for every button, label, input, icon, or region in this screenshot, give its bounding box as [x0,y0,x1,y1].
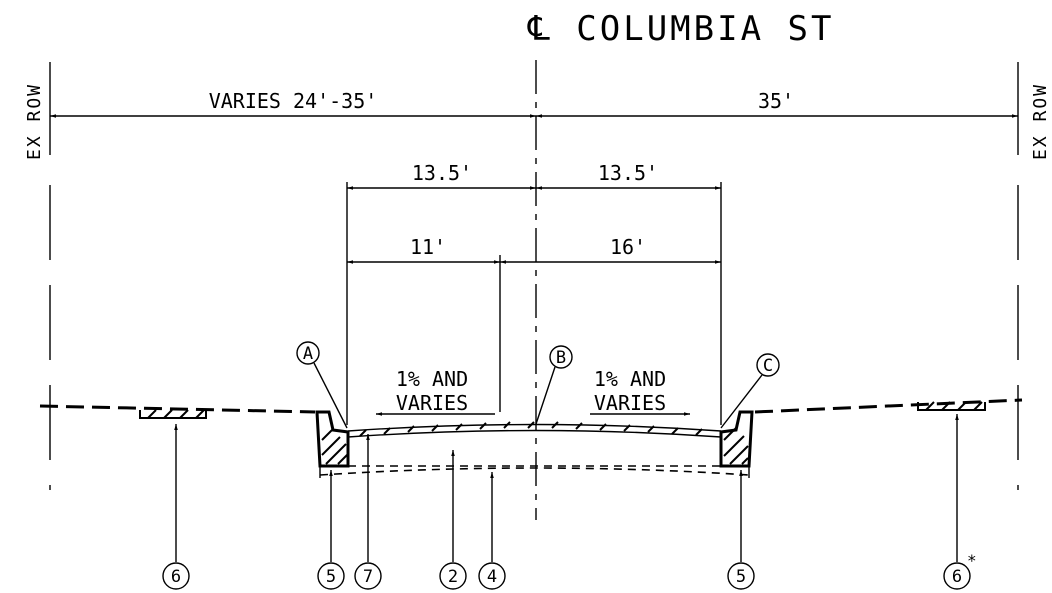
dim-text-right-row: 35' [758,89,794,113]
dim-text-left-row: VARIES 24'-35' [209,89,378,113]
svg-text:6: 6 [171,567,181,587]
existing-ground-right [754,398,1023,414]
callout-asterisk: * [967,551,977,570]
point-label-b: B [535,345,573,425]
dim-text-left-lane: 11' [410,235,446,259]
existing-sidewalk-right [917,401,986,411]
row-label-left: EX ROW [24,83,45,160]
svg-text:5: 5 [736,567,746,587]
slope-note-right-line2: VARIES [594,391,666,415]
svg-text:7: 7 [363,567,373,587]
drawing-title: ℄ COLUMBIA ST [527,9,834,49]
point-label-a: A [296,341,348,429]
callout-4: 4 [478,562,506,590]
svg-text:6: 6 [952,567,962,587]
point-label-c: C [720,353,780,429]
svg-text:4: 4 [487,567,497,587]
existing-ground-left [39,404,316,414]
callout-5-right: 5 [727,562,755,590]
callout-7: 7 [354,562,382,590]
svg-text:2: 2 [448,567,458,587]
dim-text-right-half: 13.5' [598,161,658,185]
slope-note-right-line1: 1% AND [594,367,666,391]
curb-right [719,410,754,468]
callout-6-left: 6 [162,562,190,590]
row-label-right: EX ROW [1030,83,1051,160]
pavement-bottom [347,429,722,438]
slope-note-left-line1: 1% AND [396,367,468,391]
svg-text:A: A [303,344,313,364]
callout-5-left: 5 [317,562,345,590]
dim-text-left-half: 13.5' [412,161,472,185]
dim-text-right-lane: 16' [610,235,646,259]
callout-6-right: 6 * [943,551,977,590]
pavement-surface [347,423,722,432]
existing-sidewalk-left [139,409,207,419]
subgrade-line [319,467,750,476]
svg-text:5: 5 [326,567,336,587]
svg-text:C: C [763,356,773,376]
callout-2: 2 [439,562,467,590]
pavement-hatch [359,421,703,437]
slope-note-left-line2: VARIES [396,391,468,415]
svg-text:B: B [556,348,566,368]
